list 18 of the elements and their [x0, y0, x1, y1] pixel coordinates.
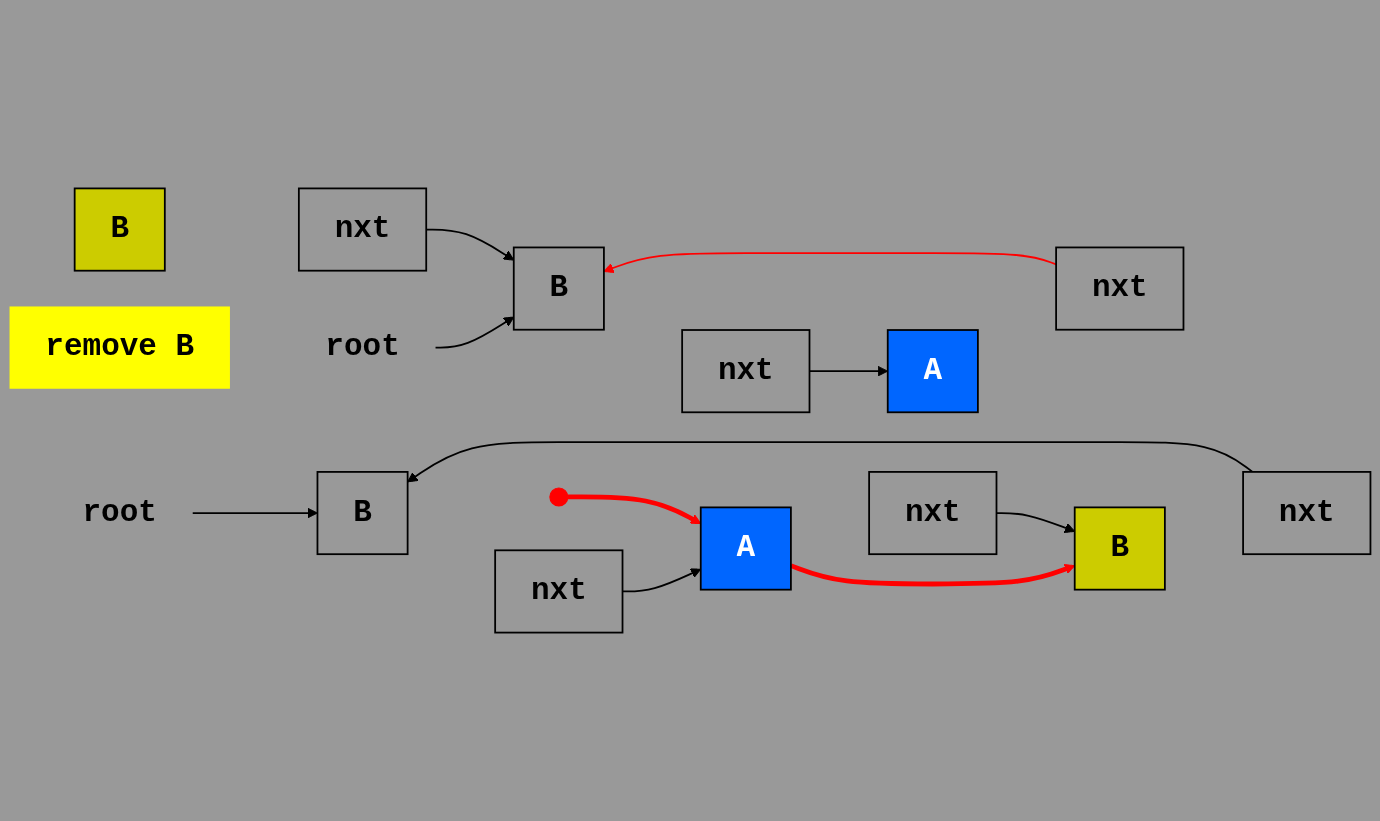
node-box: nxt — [1055, 246, 1185, 331]
node-box: nxt — [297, 187, 428, 272]
arrow — [407, 441, 1254, 483]
node-box: remove B — [9, 306, 230, 389]
node-box: B — [316, 471, 409, 556]
node-text: root — [82, 494, 157, 531]
node-box: B — [1073, 506, 1166, 591]
arrow — [603, 252, 1057, 273]
node-box: nxt — [681, 329, 811, 414]
arrow — [191, 507, 318, 519]
node-box: A — [699, 506, 792, 591]
node-box: B — [73, 187, 166, 272]
node-box: B — [512, 246, 605, 331]
node-text: root — [325, 329, 400, 365]
node-box: nxt — [868, 471, 998, 556]
node-box: nxt — [494, 549, 624, 634]
node-box: nxt — [1242, 471, 1372, 556]
node-box: A — [886, 329, 979, 414]
